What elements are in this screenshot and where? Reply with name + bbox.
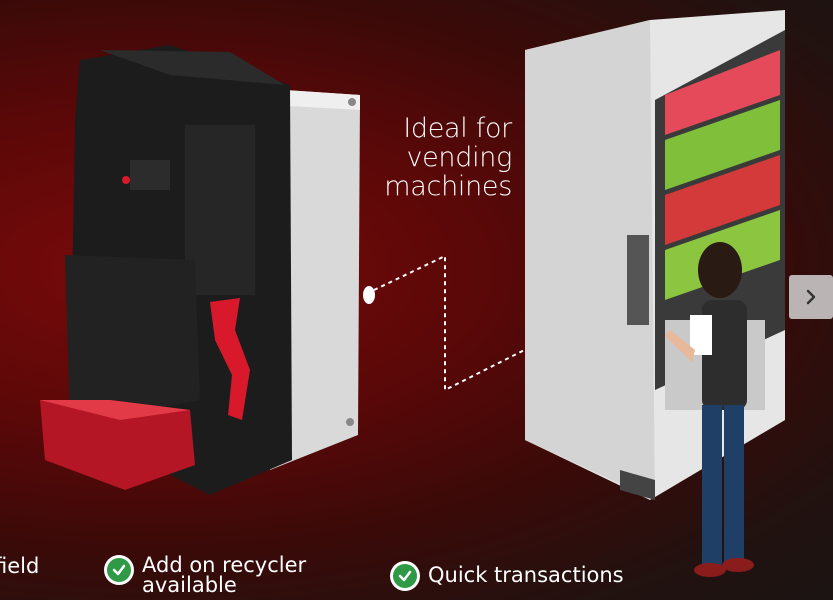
callout-line-2: vending [406, 142, 512, 173]
feature-quick-transactions: Quick transactions [390, 561, 624, 591]
check-circle-icon [390, 561, 420, 591]
callout-line-3: machines [384, 171, 512, 202]
next-slide-button[interactable] [789, 275, 833, 319]
feature-label-line-2: available [142, 573, 237, 597]
feature-label: Quick transactions [428, 563, 624, 587]
vending-machine-image [525, 10, 785, 500]
feature-field: field [0, 554, 40, 578]
feature-label: Add on recycler available [142, 553, 307, 597]
feature-label: field [0, 554, 40, 578]
feature-add-on-recycler: Add on recycler available [104, 553, 307, 597]
person-image [665, 242, 754, 577]
chevron-right-icon [806, 289, 816, 305]
feature-label-line-1: Add on recycler [142, 553, 307, 577]
vending-callout: Ideal for vending machines [372, 114, 512, 201]
check-circle-icon [104, 555, 134, 585]
callout-line-1: Ideal for [403, 113, 512, 144]
bill-validator-image [40, 45, 360, 495]
